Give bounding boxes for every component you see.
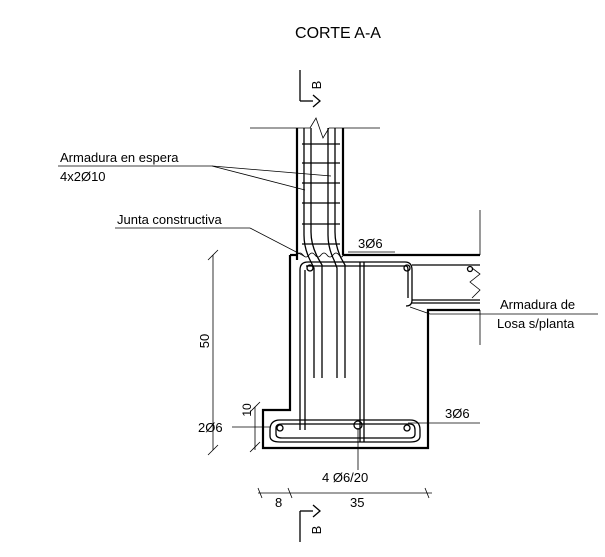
label-junta-constructiva: Junta constructiva (117, 212, 223, 227)
waiting-bars (302, 128, 346, 378)
dimension-width-label: 35 (350, 495, 364, 510)
dimension-base: 10 (240, 401, 261, 453)
section-mark-bottom-label: B (309, 526, 324, 535)
label-stirrups: 4 Ø6/20 (322, 470, 368, 485)
dimension-base-label: 10 (240, 403, 254, 417)
label-losa-armadura: Armadura de (500, 297, 575, 312)
beam-reinforcement (269, 261, 480, 443)
label-losa-planta: Losa s/planta (497, 316, 575, 331)
label-bottom-bars-left: 2Ø6 (198, 420, 223, 435)
section-mark-top: B (299, 70, 324, 108)
drawing-title: CORTE A-A (295, 25, 381, 42)
label-top-bars: 3Ø6 (358, 236, 383, 251)
leader-lines (58, 165, 598, 470)
construction-joint (296, 252, 344, 258)
dimension-bottom: 8 35 (257, 487, 432, 510)
label-armadura-espera: Armadura en espera (60, 150, 179, 165)
dimension-left-label: 8 (275, 495, 282, 510)
dimension-height-label: 50 (197, 334, 212, 348)
label-armadura-espera-bars: 4x2Ø10 (60, 169, 106, 184)
dimension-height: 50 (197, 249, 219, 456)
concrete-outline (261, 128, 481, 450)
section-mark-top-label: B (309, 81, 324, 90)
wall-break-line (250, 117, 380, 139)
label-bottom-bars-right: 3Ø6 (445, 406, 470, 421)
section-mark-bottom: B (299, 504, 324, 542)
